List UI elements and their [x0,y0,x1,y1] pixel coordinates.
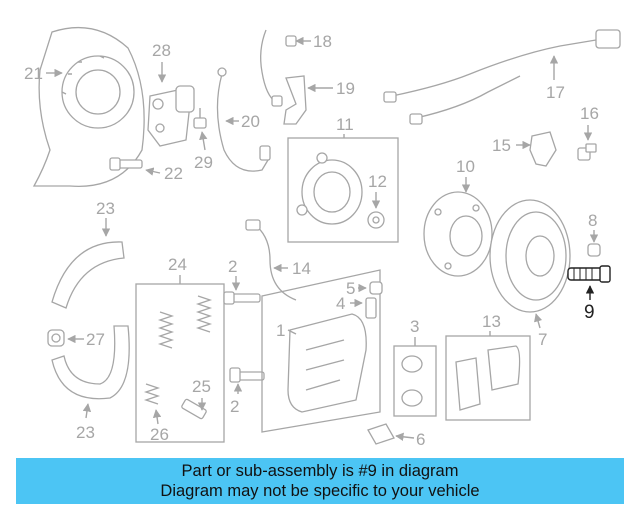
callout-25: 25 [192,377,211,396]
callout-12: 12 [368,172,387,191]
bolt-29-part[interactable] [193,108,207,129]
leader-26 [152,409,162,425]
parking-brake-shoe-upper-part[interactable] [51,241,125,309]
box-11 [287,137,399,243]
bolt-2-upper-part[interactable] [223,291,261,305]
callout-9: 9 [584,302,595,323]
brake-caliper-part[interactable] [287,313,367,413]
brake-disc-part[interactable] [489,199,571,313]
sensor-wire-part[interactable] [383,29,621,125]
callout-6: 6 [416,430,425,449]
box-13 [445,335,531,421]
callout-3: 3 [410,317,419,336]
bolt-8-part[interactable] [587,243,601,257]
bleeder-screw-part[interactable] [365,297,377,319]
callout-20: 20 [241,112,260,131]
callout-14: 14 [292,259,311,278]
callout-23-lower: 23 [76,423,95,442]
parking-brake-shoe-lower-part[interactable] [51,325,130,400]
wheel-hub-part[interactable] [423,191,493,277]
callout-26: 26 [150,425,169,444]
adjuster-part[interactable] [47,329,65,347]
wheel-bearing-part[interactable] [296,152,363,225]
callout-24: 24 [168,255,187,274]
callout-19: 19 [336,79,355,98]
brake-hose-part[interactable] [216,67,271,172]
parts-diagram: 21 28 29 22 20 18 19 [24,26,621,449]
callout-29: 29 [194,153,213,172]
box-1 [261,269,381,433]
brake-pads-part[interactable] [455,345,521,411]
callout-8: 8 [588,211,597,230]
bracket-part[interactable] [283,75,307,125]
bolt-2-lower-part[interactable] [229,367,265,383]
callout-1: 1 [276,321,285,340]
callout-16: 16 [580,104,599,123]
banner-line-1: Part or sub-assembly is #9 in diagram [181,462,459,480]
leader-29 [199,131,208,151]
speed-sensor-part[interactable] [529,131,557,167]
leader-1 [287,329,297,335]
pin-25-part[interactable] [181,398,207,420]
callout-28: 28 [152,41,171,60]
callout-21: 21 [24,64,43,83]
leader-23-lower [82,403,92,419]
spring-26-part[interactable] [143,383,161,405]
callout-11: 11 [336,115,354,134]
wear-sensor-part[interactable] [245,219,297,301]
callout-7: 7 [538,330,547,349]
callout-4: 4 [336,294,345,313]
springs-part[interactable] [157,295,213,349]
bolt-22-part[interactable] [109,157,143,171]
seal-kit-part[interactable] [401,355,423,407]
nut-part[interactable] [367,211,385,229]
banner-line-2: Diagram may not be specific to your vehi… [160,482,480,500]
callout-27: 27 [86,330,105,349]
callout-5: 5 [346,279,355,298]
guide-pin-part[interactable] [567,265,611,283]
clip-part[interactable] [367,423,395,445]
callout-22: 22 [164,164,183,183]
bleeder-cap-part[interactable] [369,281,383,295]
callout-23-upper: 23 [96,199,115,218]
leader-22 [145,167,161,176]
callout-15: 15 [492,136,511,155]
actuator-part[interactable] [147,85,195,147]
callout-13: 13 [482,312,501,331]
bolt-16-part[interactable] [577,143,597,161]
dust-shield-part[interactable] [32,26,145,188]
callout-10: 10 [456,157,475,176]
info-banner: Part or sub-assembly is #9 in diagram Di… [16,458,624,504]
leader-6 [395,432,415,442]
callout-2-upper: 2 [228,257,237,276]
leader-7 [534,313,543,329]
callout-18: 18 [313,32,332,51]
callout-2-lower: 2 [230,397,239,416]
callout-17: 17 [546,83,565,102]
brake-line-part[interactable] [260,29,297,107]
